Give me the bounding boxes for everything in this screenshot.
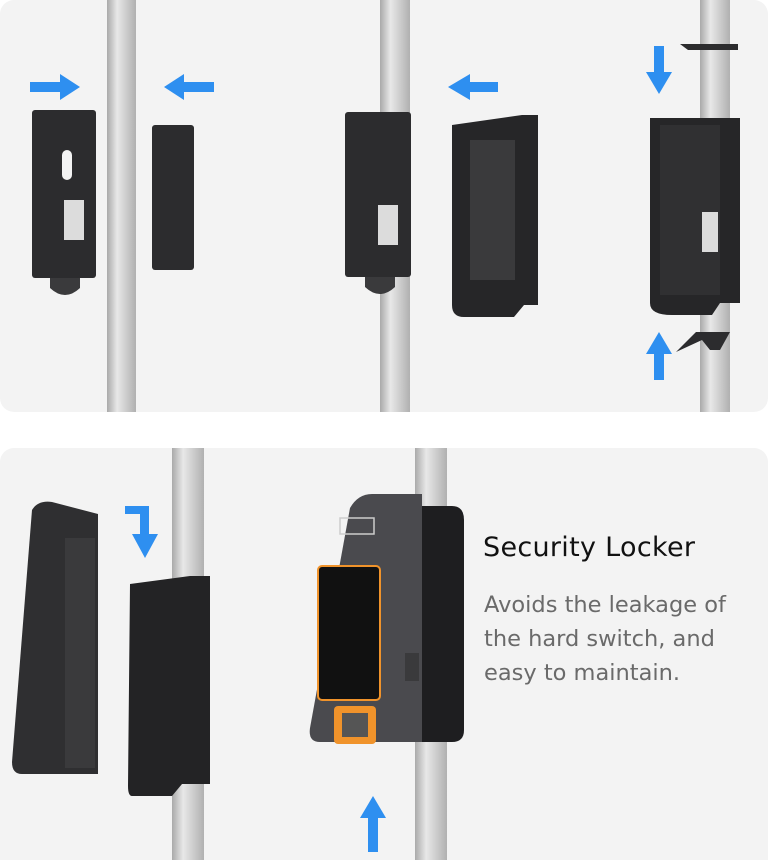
- arrow-left-icon: [164, 74, 214, 100]
- front-bracket: [152, 125, 194, 270]
- installation-steps-panel: [0, 0, 768, 412]
- security-locker-illustration: [12, 448, 464, 860]
- speaker-grille: [405, 653, 419, 681]
- arrow-left-icon: [448, 74, 498, 100]
- feature-panel: Security Locker Avoids the leakage of th…: [0, 448, 768, 860]
- top-lock-clip: [680, 44, 738, 50]
- arrow-up-icon: [360, 796, 386, 852]
- assembled-bracket: [650, 118, 740, 315]
- feature-title: Security Locker: [483, 532, 696, 563]
- arrow-down-icon: [646, 46, 672, 94]
- installation-steps-illustration: [30, 0, 740, 412]
- terminal-device-side-view: [12, 501, 98, 774]
- arrow-up-icon: [646, 332, 672, 380]
- bottom-lock-clip: [676, 332, 730, 352]
- card-slot-icon: [339, 517, 375, 535]
- screen: [317, 565, 381, 701]
- rear-bracket: [32, 110, 96, 295]
- arrow-right-icon: [30, 74, 80, 100]
- back-cover: [452, 115, 538, 317]
- arrow-down-icon: [125, 506, 158, 558]
- assembled-terminal-device: [309, 494, 464, 744]
- security-cover: [128, 576, 210, 796]
- pole: [107, 0, 136, 412]
- rear-bracket: [345, 112, 411, 294]
- feature-description: Avoids the leakage of the hard switch, a…: [484, 592, 726, 686]
